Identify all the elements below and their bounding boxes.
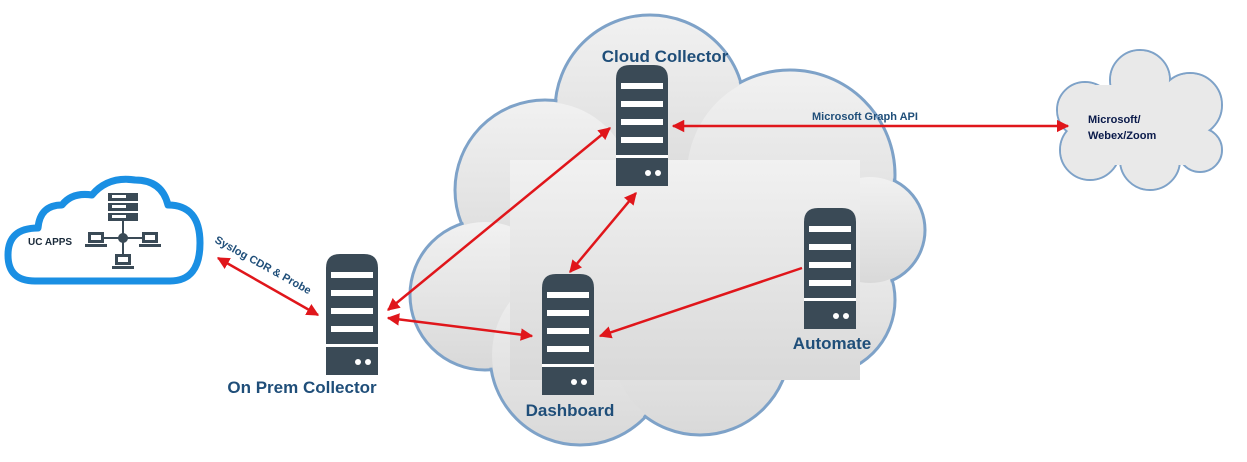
cloud-collector-server-icon: [616, 65, 668, 186]
external-label-line2: Webex/Zoom: [1088, 130, 1156, 142]
arrow-ucapps-to-onprem: [216, 256, 320, 317]
external-label-line1: Microsoft/: [1088, 114, 1141, 126]
dashboard-server-icon: [542, 274, 594, 395]
arrow-automate-to-dashboard: [598, 266, 803, 339]
external-cloud: [1056, 49, 1223, 191]
automate-server-icon: [804, 208, 856, 329]
on-prem-collector-server-icon: [326, 254, 378, 375]
connection-arrows: [216, 119, 1070, 341]
graph-api-label: Microsoft Graph API: [812, 111, 918, 123]
arrow-cloud-to-onprem: [387, 127, 611, 311]
uc-apps-cloud: [4, 175, 204, 285]
uc-apps-label: UC APPS: [28, 237, 72, 248]
arrow-onprem-to-dashboard: [386, 313, 534, 341]
dashboard-label: Dashboard: [526, 401, 615, 420]
arrow-cloud-to-dashboard: [569, 192, 637, 273]
syslog-label: Syslog CDR & Probe: [213, 234, 313, 297]
network-icon: [85, 193, 161, 269]
on-prem-collector-label: On Prem Collector: [227, 378, 377, 397]
automate-label: Automate: [793, 334, 871, 353]
cloud-collector-label: Cloud Collector: [602, 47, 729, 66]
